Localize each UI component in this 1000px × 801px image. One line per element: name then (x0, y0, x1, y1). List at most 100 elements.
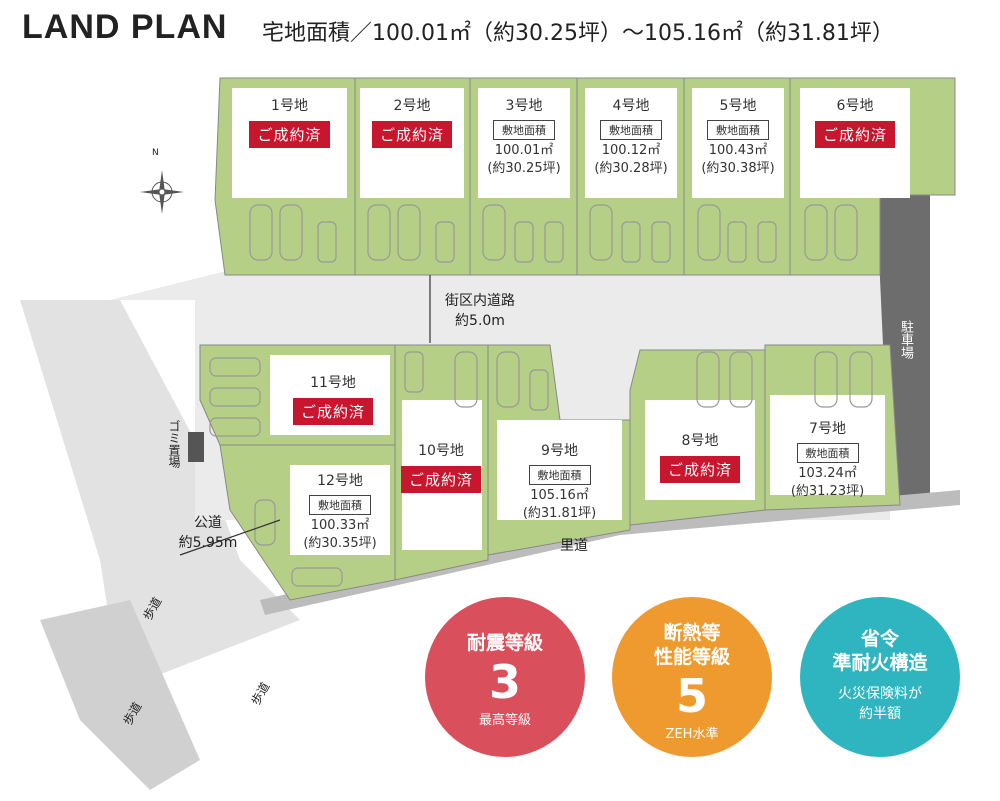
car (249, 204, 273, 261)
sold-badge: ご成約済 (292, 398, 373, 425)
badge-sub: 最高等級 (478, 713, 531, 728)
car (696, 351, 720, 408)
car (279, 204, 303, 261)
lot-9[interactable]: 9号地 敷地面積 105.16㎡ (約31.81坪) (497, 440, 622, 521)
lot-8[interactable]: 8号地 ご成約済 (645, 430, 755, 483)
public-road (20, 300, 300, 690)
lot-5[interactable]: 5号地 敷地面積 100.43㎡ (約30.38坪) (686, 95, 790, 176)
lot-number: 11号地 (310, 375, 356, 391)
public-road-name: 公道 (194, 515, 222, 531)
pad-4 (585, 88, 677, 198)
pad-8 (645, 400, 755, 500)
internal-road-label: 街区内道路 約5.0m (420, 290, 540, 330)
car (729, 351, 753, 408)
area-label: 敷地面積 (796, 443, 859, 463)
car (529, 369, 549, 411)
badge-title: 省令 準耐火構造 (832, 628, 928, 674)
car (757, 221, 777, 263)
pad-3 (478, 88, 570, 198)
car (317, 221, 337, 263)
internal-road-name: 街区内道路 (445, 293, 515, 309)
area-label: 敷地面積 (493, 120, 555, 140)
car (804, 204, 828, 261)
car (367, 204, 391, 261)
parking-label: 駐車場 (898, 320, 913, 359)
page-subtitle: 宅地面積／100.01㎡（約30.25坪）～105.16㎡（約31.81坪） (262, 21, 894, 46)
area-label: 敷地面積 (309, 495, 371, 515)
lot-number: 1号地 (271, 98, 308, 114)
car (397, 204, 421, 261)
car (514, 221, 534, 263)
car (482, 204, 506, 261)
area-tsubo: (約30.28坪) (594, 161, 668, 176)
car (404, 351, 424, 393)
area-m2: 105.16㎡ (530, 488, 589, 503)
sold-badge: ご成約済 (371, 121, 452, 148)
lot-number: 3号地 (505, 98, 543, 114)
lot-number: 9号地 (541, 443, 578, 459)
car (254, 499, 276, 546)
area-tsubo: (約31.23坪) (790, 484, 865, 499)
lot-number: 2号地 (393, 98, 431, 114)
badge-seismic: 耐震等級 3 最高等級 (425, 597, 585, 757)
car (209, 387, 261, 407)
car (291, 567, 343, 587)
car (697, 204, 721, 261)
lot-number: 6号地 (836, 98, 874, 114)
car (454, 351, 478, 408)
bottom-pads (270, 355, 885, 555)
pad-5 (692, 88, 784, 198)
lot-11[interactable]: 11号地 ご成約済 (278, 372, 388, 425)
public-road-label: 公道 約5.95m (168, 512, 248, 552)
lot-10[interactable]: 10号地 ご成約済 (395, 440, 487, 493)
sold-badge: ご成約済 (400, 466, 481, 493)
area-label: 敷地面積 (600, 120, 662, 140)
public-road-width-arrow (179, 519, 281, 556)
public-road-width: 約5.95m (178, 535, 238, 551)
badge-title: 断熱等 性能等級 (653, 622, 730, 668)
area-tsubo: (約30.38坪) (701, 161, 775, 176)
village-road-label: 里道 (560, 538, 588, 554)
car (544, 221, 564, 263)
internal-road-width: 約5.0m (455, 313, 505, 329)
lot-12[interactable]: 12号地 敷地面積 100.33㎡ (約30.35坪) (290, 470, 390, 551)
car (651, 221, 671, 263)
lot-number: 7号地 (809, 421, 846, 437)
area-label: 敷地面積 (707, 120, 769, 140)
car (209, 357, 261, 377)
lot-4[interactable]: 4号地 敷地面積 100.12㎡ (約30.28坪) (579, 95, 683, 176)
compass-icon (140, 170, 184, 214)
lot-number: 4号地 (612, 98, 650, 114)
area-label: 敷地面積 (528, 465, 591, 485)
lot-7[interactable]: 7号地 敷地面積 103.24㎡ (約31.23坪) (770, 418, 885, 499)
sold-badge: ご成約済 (249, 121, 330, 148)
lot-number: 10号地 (418, 443, 464, 459)
area-m2: 100.43㎡ (708, 143, 768, 158)
internal-road (110, 270, 890, 345)
area-m2: 100.12㎡ (601, 143, 661, 158)
car (849, 351, 873, 408)
car (727, 221, 747, 263)
lot-6[interactable]: 6号地 ご成約済 (800, 95, 910, 148)
area-tsubo: (約30.25坪) (487, 161, 561, 176)
car (209, 417, 261, 437)
lot-number: 5号地 (719, 98, 757, 114)
page-title: LAND PLAN (22, 8, 228, 46)
car (834, 204, 858, 261)
lot-1[interactable]: 1号地 ご成約済 (232, 95, 347, 148)
badge-title: 耐震等級 (466, 632, 543, 654)
area-m2: 100.33㎡ (310, 518, 370, 533)
lot-2[interactable]: 2号地 ご成約済 (360, 95, 464, 148)
badge-fire: 省令 準耐火構造 火災保険料が 約半額 (800, 597, 960, 757)
car (435, 221, 455, 263)
badge-grade: 5 (675, 669, 708, 723)
area-tsubo: (約31.81坪) (522, 506, 597, 521)
badge-insulation: 断熱等 性能等級 5 ZEH水準 (612, 597, 772, 757)
lot-3[interactable]: 3号地 敷地面積 100.01㎡ (約30.25坪) (472, 95, 576, 176)
car (814, 351, 838, 408)
compass-north-label: N (152, 148, 159, 158)
sidewalk-area (40, 600, 200, 790)
badge-sub: ZEH水準 (665, 727, 719, 742)
area-m2: 103.24㎡ (798, 466, 857, 481)
garbage-box (188, 432, 204, 462)
